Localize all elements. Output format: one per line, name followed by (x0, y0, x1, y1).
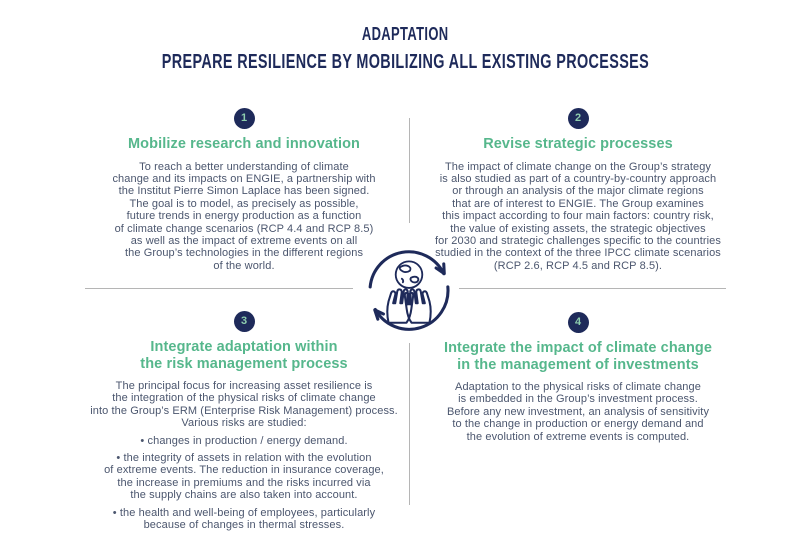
step-3-heading: Integrate adaptation within the risk man… (140, 339, 348, 372)
step-3-section: 3 Integrate adaptation within the risk m… (77, 311, 411, 531)
step-3-bullet-2: • the integrity of assets in relation wi… (104, 452, 384, 502)
hands-holding-earth-cycle-icon (363, 245, 455, 335)
step-1-heading: Mobilize research and innovation (127, 136, 361, 152)
step-4-heading: Integrate the impact of climate change i… (443, 340, 713, 373)
step-1-number-badge: 1 (233, 108, 255, 129)
page-subtitle: PREPARE RESILIENCE BY MOBILIZING ALL EXI… (161, 51, 649, 74)
step-1-section: 1 Mobilize research and innovation To re… (77, 108, 411, 272)
step-2-body: The impact of climate change on the Grou… (435, 160, 721, 272)
divider-horizontal-right (459, 288, 726, 289)
divider-horizontal-left (85, 288, 353, 289)
divider-vertical-bottom (409, 343, 410, 505)
page-title: ADAPTATION (361, 24, 449, 44)
title-block: ADAPTATION PREPARE RESILIENCE BY MOBILIZ… (0, 22, 810, 76)
step-3-bullet-1: • changes in production / energy demand. (140, 434, 348, 447)
step-4-section: 4 Integrate the impact of climate change… (411, 312, 745, 443)
step-3-bullet-3: • the health and well-being of employees… (112, 506, 376, 532)
step-2-heading: Revise strategic processes (483, 136, 673, 152)
step-2-section: 2 Revise strategic processes The impact … (411, 108, 745, 272)
step-1-body: To reach a better understanding of clima… (112, 160, 376, 272)
step-3-number-badge: 3 (233, 311, 255, 332)
step-2-number-badge: 2 (567, 108, 589, 129)
step-3-intro: The principal focus for increasing asset… (90, 380, 398, 430)
step-4-number-badge: 4 (567, 312, 589, 333)
step-4-body: Adaptation to the physical risks of clim… (446, 381, 710, 443)
divider-vertical-top (409, 118, 410, 223)
